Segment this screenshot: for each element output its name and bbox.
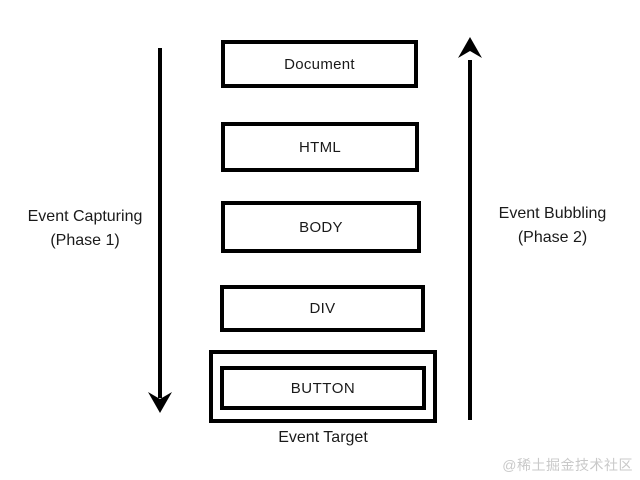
box-html-label: HTML	[298, 138, 342, 156]
box-document-label: Document	[284, 55, 355, 73]
bubbling-arrow-up	[458, 37, 482, 420]
box-button-label: BUTTON	[290, 379, 356, 397]
box-body-label: BODY	[299, 218, 343, 236]
box-button: BUTTON	[220, 366, 426, 410]
event-target-label: Event Target	[278, 429, 368, 446]
box-body: BODY	[221, 201, 421, 253]
watermark-text: @稀土掘金技术社区	[502, 457, 633, 473]
box-div: DIV	[220, 285, 425, 332]
event-capturing-label: Event Capturing (Phase 1)	[0, 205, 170, 253]
event-capturing-line2: (Phase 1)	[50, 232, 120, 249]
box-document: Document	[221, 40, 418, 88]
box-html: HTML	[221, 122, 419, 172]
box-div-label: DIV	[309, 300, 336, 317]
event-capturing-line1: Event Capturing	[27, 208, 143, 225]
box-button-target-outline: BUTTON	[209, 350, 437, 423]
event-bubbling-line1: Event Bubbling	[498, 205, 607, 222]
event-bubbling-label: Event Bubbling (Phase 2)	[480, 202, 625, 250]
event-bubbling-line2: (Phase 2)	[517, 229, 588, 246]
